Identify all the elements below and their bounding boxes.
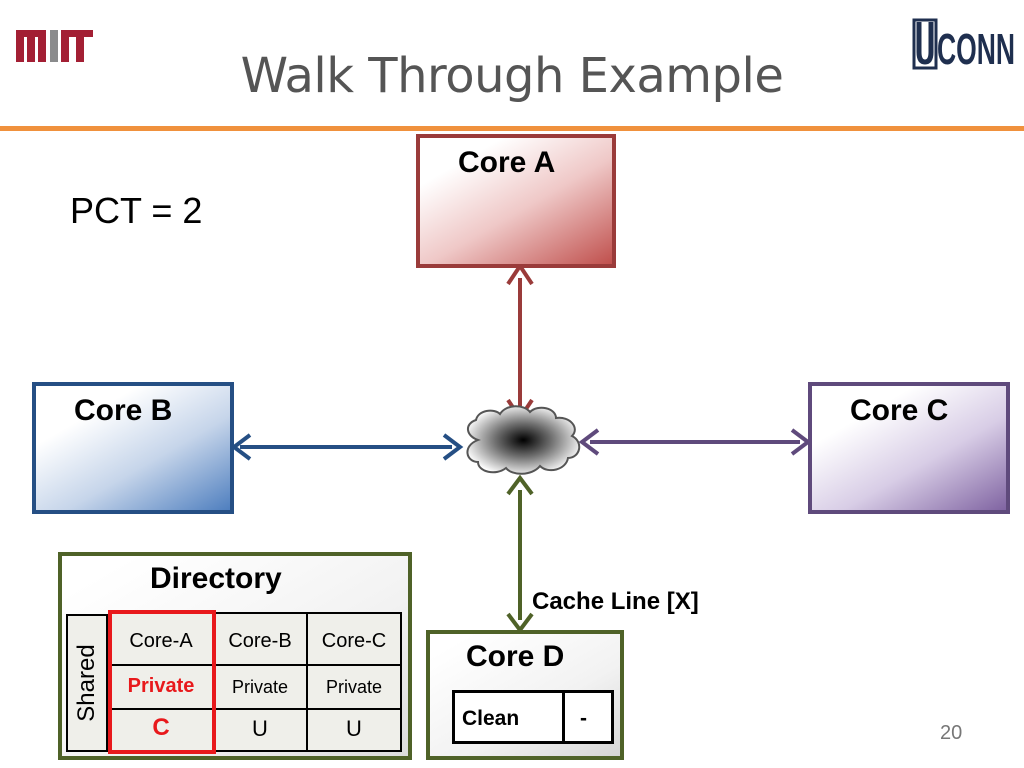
core-a-box: Core A [416,134,616,268]
dir-col-core-b: Core-B [228,630,292,652]
header-divider [0,126,1024,131]
cache-entry-divider [562,690,565,744]
directory-table: Core-A Core-B Core-C Private Private Pri… [108,612,402,752]
core-d-label: Core D [466,640,565,673]
core-c-label: Core C [850,394,949,427]
shared-text: Shared [73,644,100,722]
cache-state: Clean [462,707,520,730]
core-b-label: Core B [74,394,173,427]
dir-mode-core-c: Private [325,677,383,697]
svg-text:CONN: CONN [937,25,1015,70]
directory-highlight-core-a [108,610,216,754]
table-divider [306,614,308,750]
page-number: 20 [940,722,963,744]
link-core-c [578,428,812,456]
dir-state-core-a: C [152,714,170,741]
link-core-a [506,262,534,422]
dir-mode-core-b: Private [231,677,289,697]
cache-value: - [580,707,587,730]
directory-shared-label: Shared [66,614,108,752]
dir-state-core-b: U [252,716,268,741]
core-a-label: Core A [458,146,556,179]
table-divider [110,708,400,710]
directory-title: Directory [150,562,282,595]
cloud-icon [466,405,581,475]
link-core-d [506,474,534,634]
table-divider [110,664,400,666]
dir-col-core-c: Core-C [321,630,387,652]
mit-logo [16,30,93,62]
core-c-box: Core C [808,382,1010,514]
uconn-logo: CONN [912,18,1015,70]
core-b-box: Core B [32,382,234,514]
core-d-cache-entry [452,690,614,744]
slide-title: Walk Through Example [240,48,784,104]
pct-label: PCT = 2 [70,190,203,231]
dir-state-core-c: U [346,716,362,741]
dir-col-core-a: Core-A [129,630,193,652]
dir-mode-core-a: Private [127,675,195,697]
link-core-b [230,433,464,461]
cache-line-label: Cache Line [X] [532,588,699,615]
